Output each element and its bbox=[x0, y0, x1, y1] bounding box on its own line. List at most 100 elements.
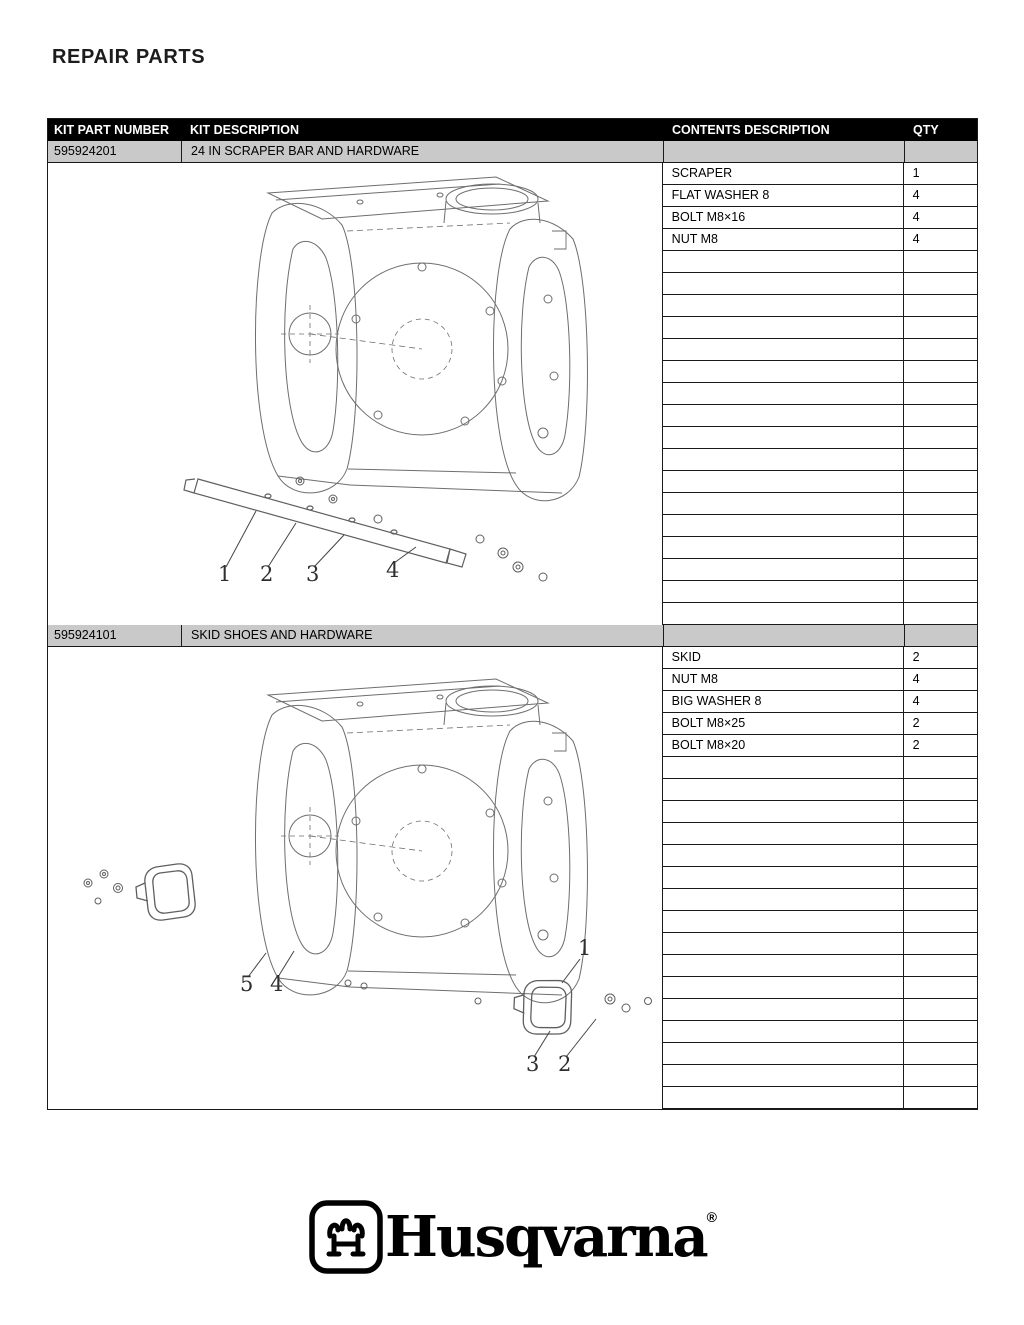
contents-row bbox=[661, 317, 977, 339]
contents-description bbox=[661, 427, 903, 449]
contents-qty: 1 bbox=[902, 163, 977, 185]
contents-description: BOLT M8×25 bbox=[661, 713, 903, 735]
brand-text: Husqvarna bbox=[385, 1204, 709, 1270]
contents-description bbox=[661, 779, 903, 801]
contents-description bbox=[661, 493, 903, 515]
contents-row bbox=[661, 955, 977, 977]
contents-row bbox=[661, 383, 977, 405]
kit-row-spacer bbox=[904, 141, 977, 162]
husqvarna-wordmark: Husqvarna® bbox=[385, 1209, 717, 1265]
contents-row bbox=[661, 867, 977, 889]
contents-row bbox=[661, 515, 977, 537]
contents-description: FLAT WASHER 8 bbox=[661, 185, 903, 207]
contents-description: NUT M8 bbox=[661, 229, 903, 251]
contents-qty bbox=[902, 1065, 977, 1087]
kit-row-595924101: 595924101 SKID SHOES AND HARDWARE bbox=[48, 625, 977, 647]
kit-row-spacer bbox=[904, 625, 977, 646]
contents-description bbox=[661, 757, 903, 779]
contents-qty bbox=[902, 537, 977, 559]
contents-row bbox=[661, 537, 977, 559]
contents-qty: 2 bbox=[902, 735, 977, 757]
contents-row bbox=[661, 933, 977, 955]
callout-label: 3 bbox=[306, 562, 319, 586]
contents-description bbox=[661, 515, 903, 537]
header-qty: QTY bbox=[913, 123, 939, 137]
technical-drawing-scraper-bar: 1 2 3 4 bbox=[183, 176, 588, 586]
contents-description bbox=[661, 801, 903, 823]
contents-row bbox=[661, 295, 977, 317]
contents-description bbox=[661, 889, 903, 911]
contents-row bbox=[661, 889, 977, 911]
contents-description bbox=[661, 933, 903, 955]
callout-label: 5 bbox=[240, 972, 253, 996]
contents-row bbox=[661, 251, 977, 273]
contents-qty bbox=[902, 823, 977, 845]
contents-qty bbox=[902, 955, 977, 977]
contents-description bbox=[661, 295, 903, 317]
contents-description: NUT M8 bbox=[661, 669, 903, 691]
contents-description bbox=[661, 317, 903, 339]
contents-description bbox=[661, 1021, 903, 1043]
contents-qty bbox=[902, 361, 977, 383]
contents-qty bbox=[902, 339, 977, 361]
contents-qty bbox=[902, 999, 977, 1021]
callout-label: 2 bbox=[558, 1052, 571, 1076]
contents-description bbox=[661, 361, 903, 383]
contents-row bbox=[661, 1087, 977, 1109]
contents-row bbox=[661, 999, 977, 1021]
contents-qty bbox=[902, 383, 977, 405]
contents-qty bbox=[902, 1087, 977, 1109]
contents-description bbox=[661, 449, 903, 471]
table-header: KIT PART NUMBER KIT DESCRIPTION CONTENTS… bbox=[48, 119, 977, 141]
contents-row bbox=[661, 405, 977, 427]
contents-description: BOLT M8×20 bbox=[661, 735, 903, 757]
contents-description bbox=[661, 383, 903, 405]
parts-table: KIT PART NUMBER KIT DESCRIPTION CONTENTS… bbox=[47, 118, 978, 1110]
kit-description: 24 IN SCRAPER BAR AND HARDWARE bbox=[181, 141, 663, 162]
header-kit-part-number: KIT PART NUMBER bbox=[54, 123, 170, 137]
contents-qty bbox=[902, 889, 977, 911]
contents-description bbox=[661, 1065, 903, 1087]
contents-qty bbox=[902, 559, 977, 581]
contents-description bbox=[661, 603, 903, 625]
contents-qty: 4 bbox=[902, 185, 977, 207]
kit-description: SKID SHOES AND HARDWARE bbox=[181, 625, 663, 646]
kit-row-spacer bbox=[663, 141, 904, 162]
header-contents-description: CONTENTS DESCRIPTION bbox=[672, 123, 830, 137]
contents-qty bbox=[902, 273, 977, 295]
contents-description bbox=[661, 273, 903, 295]
kit-row-spacer bbox=[663, 625, 904, 646]
page-title: REPAIR PARTS bbox=[52, 46, 206, 68]
contents-qty bbox=[902, 295, 977, 317]
contents-qty bbox=[902, 977, 977, 999]
contents-qty bbox=[902, 581, 977, 603]
contents-row bbox=[661, 1043, 977, 1065]
contents-description bbox=[661, 867, 903, 889]
contents-row bbox=[661, 977, 977, 999]
contents-row bbox=[661, 559, 977, 581]
kit-part-number: 595924201 bbox=[54, 144, 117, 158]
contents-row bbox=[661, 361, 977, 383]
contents-qty: 4 bbox=[902, 691, 977, 713]
contents-row bbox=[661, 427, 977, 449]
contents-qty bbox=[902, 757, 977, 779]
contents-qty bbox=[902, 867, 977, 889]
header-kit-description: KIT DESCRIPTION bbox=[190, 123, 300, 137]
contents-row bbox=[661, 911, 977, 933]
contents-qty bbox=[902, 779, 977, 801]
contents-qty bbox=[902, 515, 977, 537]
contents-row bbox=[661, 471, 977, 493]
contents-row bbox=[661, 449, 977, 471]
callout-label: 1 bbox=[578, 936, 591, 960]
contents-qty bbox=[902, 449, 977, 471]
callout-label: 2 bbox=[260, 562, 273, 586]
contents-row bbox=[661, 581, 977, 603]
